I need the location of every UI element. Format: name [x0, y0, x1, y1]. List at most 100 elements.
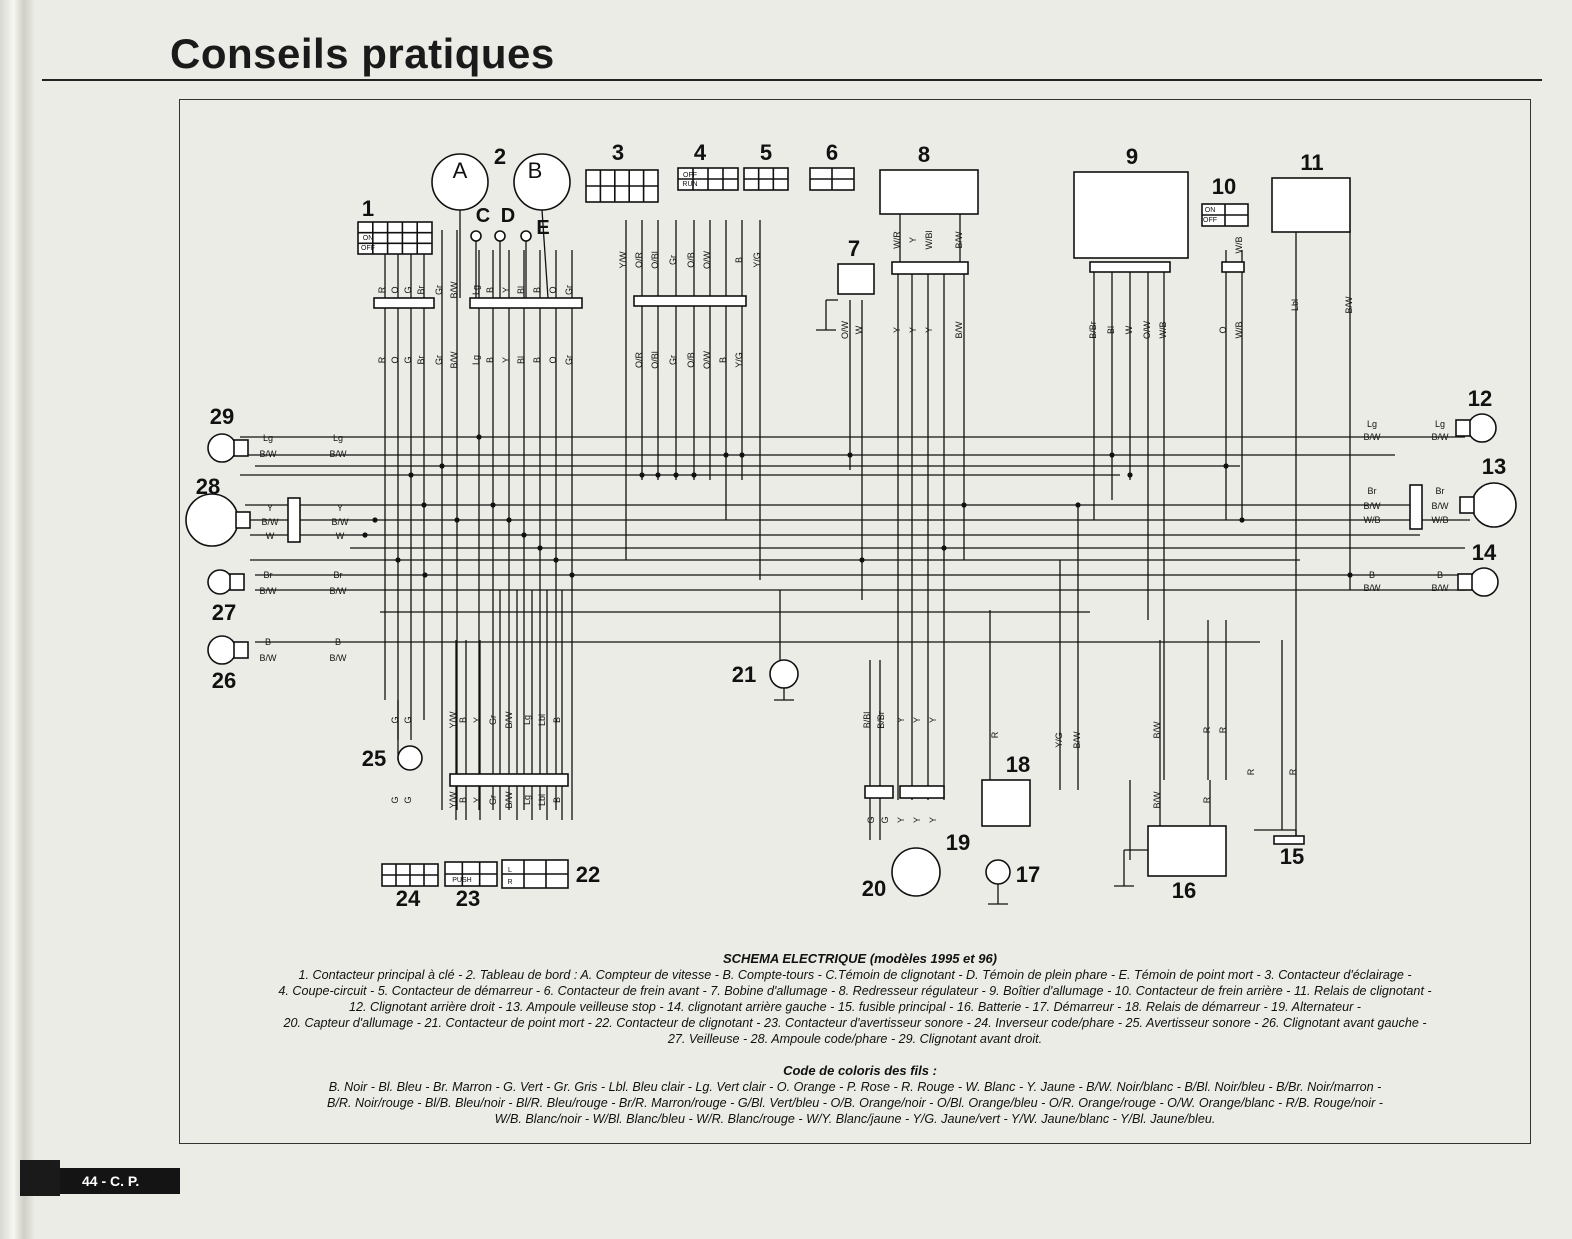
- component-number: 2: [494, 144, 506, 169]
- wire-label: Y: [337, 503, 343, 513]
- alternator: [891, 847, 941, 897]
- junction-dot: [961, 502, 967, 508]
- wire-label: Gr: [668, 255, 678, 265]
- wire-label: W: [1124, 325, 1134, 334]
- component-number: 20: [862, 876, 886, 901]
- lamp-socket: [235, 511, 251, 529]
- wire-label: B: [335, 637, 341, 647]
- component-number: 9: [1126, 144, 1138, 169]
- wire-label: B/Bl: [862, 712, 872, 729]
- component-number: 6: [826, 140, 838, 165]
- switch-label: RUN: [682, 181, 697, 188]
- component-number: 1: [362, 196, 374, 221]
- connector: [449, 773, 569, 787]
- wire-label: Lg: [1435, 419, 1445, 429]
- junction-dot: [1075, 502, 1081, 508]
- wire-label: Gr: [668, 355, 678, 365]
- wire-label: W/B: [1158, 322, 1168, 339]
- wire-label: B/W: [504, 791, 514, 809]
- component-number: 5: [760, 140, 772, 165]
- switch-label: OFF: [683, 172, 697, 179]
- component-number: 28: [196, 474, 220, 499]
- wire-label: B: [265, 637, 271, 647]
- diagram-legend: 1. Contacteur principal à clé - 2. Table…: [200, 967, 1510, 1047]
- colors-line: B/R. Noir/rouge - Bl/B. Bleu/noir - Bl/R…: [327, 1096, 1383, 1110]
- wire-label: B/W: [330, 653, 348, 663]
- wire-label: Lg: [471, 285, 481, 295]
- wire-label: Lg: [522, 715, 532, 725]
- wire-label: Lg: [1367, 419, 1377, 429]
- junction-dot: [1347, 572, 1353, 578]
- wire-label: Y: [912, 817, 922, 823]
- connector: [864, 785, 894, 799]
- junction-dot: [395, 557, 401, 563]
- junction-dot: [691, 472, 697, 478]
- connector: [899, 785, 945, 799]
- wire-label: B/W: [1152, 791, 1162, 809]
- wire-label: G: [403, 796, 413, 803]
- wire-label: Br: [334, 570, 343, 580]
- connector: [373, 297, 435, 309]
- wire-label: R: [1218, 726, 1228, 733]
- wire-label: B/W: [330, 449, 348, 459]
- component-number: 10: [1212, 174, 1236, 199]
- wire-label: B/W: [1072, 731, 1082, 749]
- wire-label: B/W: [260, 586, 278, 596]
- battery: [1147, 825, 1227, 877]
- wire-label: Bl: [1106, 326, 1116, 334]
- legend-line: 20. Capteur d'allumage - 21. Contacteur …: [283, 1016, 1427, 1030]
- wire-label: B: [458, 797, 468, 803]
- wire-label: B/W: [1344, 296, 1354, 314]
- junction-dot: [1109, 452, 1115, 458]
- component-number: 15: [1280, 844, 1304, 869]
- wire-label: B/W: [449, 351, 459, 369]
- rear-right-turn-lamp: [1467, 413, 1497, 443]
- wire-label: G: [390, 716, 400, 723]
- junction-dot: [1239, 517, 1245, 523]
- component-number: 24: [396, 886, 421, 911]
- wire-label: B/W: [260, 653, 278, 663]
- wire-label: Br: [416, 285, 426, 294]
- front-right-turn-lamp: [207, 433, 237, 463]
- switch-label: R: [507, 879, 512, 886]
- main-switch-box: [357, 221, 433, 255]
- component-number: 11: [1300, 150, 1323, 175]
- wire-label: Gr: [434, 285, 444, 295]
- connector: [287, 497, 301, 543]
- junction-dot: [739, 452, 745, 458]
- lamp-socket: [1457, 573, 1473, 591]
- indicator-lamp: [494, 230, 506, 242]
- wire-label: R: [377, 356, 387, 363]
- wire-label: O/B: [686, 252, 696, 268]
- horn: [397, 745, 423, 771]
- wire-label: R: [990, 731, 1000, 738]
- front-left-turn-lamp: [207, 635, 237, 665]
- wire-label: Gr: [434, 355, 444, 365]
- connector: [1409, 484, 1423, 530]
- wire-label: Br: [264, 570, 273, 580]
- component-number: 16: [1172, 878, 1196, 903]
- wire-label: O/Bl: [650, 251, 660, 269]
- junction-dot: [1223, 463, 1229, 469]
- wire-label: W/Bl: [924, 231, 934, 250]
- starter-motor: [985, 859, 1011, 885]
- gauge-letter: A: [453, 158, 468, 183]
- lamp-socket: [229, 573, 245, 591]
- legend-line: 12. Clignotant arrière droit - 13. Ampou…: [349, 1000, 1361, 1014]
- wire-label: B/Br: [1088, 321, 1098, 339]
- footer-mark: [20, 1160, 60, 1196]
- wire-label: W/B: [1364, 515, 1381, 525]
- wire-label: Lg: [471, 355, 481, 365]
- component-number: 7: [848, 236, 860, 261]
- component-number: 18: [1006, 752, 1030, 777]
- switch-label: OFF: [361, 245, 375, 252]
- junction-dot: [859, 557, 865, 563]
- wire-label: Lbl: [1290, 299, 1300, 311]
- wire-label: Bl: [516, 286, 526, 294]
- wire-label: W/B: [1234, 237, 1244, 254]
- component-number: 13: [1482, 454, 1506, 479]
- component-number: 25: [362, 746, 386, 771]
- junction-dot: [421, 502, 427, 508]
- wire-label: O/R: [634, 352, 644, 369]
- wire-label: Y: [924, 327, 934, 333]
